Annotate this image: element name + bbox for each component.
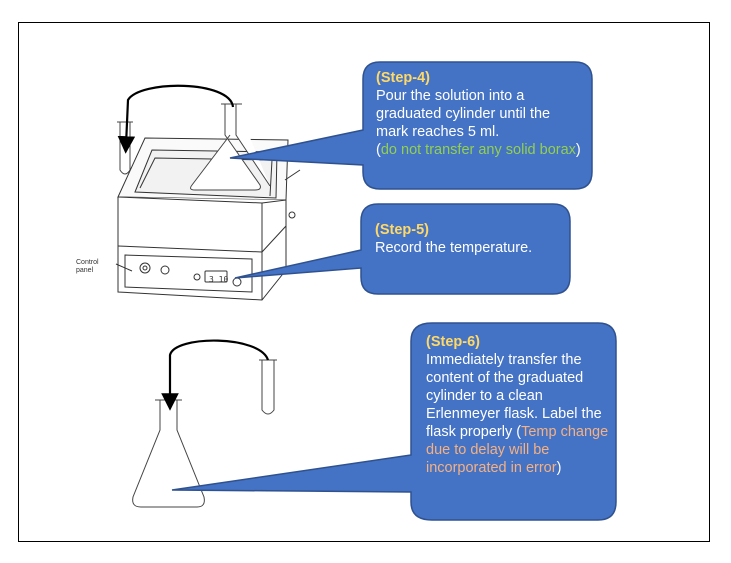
step-5-text: Record the temperature. [375,240,533,256]
step-6-note-open: ( [516,424,522,440]
step-4-text: Pour the solution into a graduated cylin… [376,87,586,159]
callout-step-4: (Step-4) Pour the solution into a gradua… [376,69,586,159]
step-4-title: (Step-4) [376,70,430,86]
callout-step-4-shape [229,61,593,190]
callout-step-6: (Step-6) Immediately transfer the conten… [426,333,611,477]
step-4-note-close: ) [575,142,581,158]
control-panel-label: Control panel [76,259,99,274]
step-5-title: (Step-5) [375,222,429,238]
step-6-body: Immediately transfer the content of the … [426,352,602,440]
callout-step-5: (Step-5) Record the temperature. [375,221,560,257]
callout-step-5-shape [234,203,571,295]
step-6-note-close: ) [556,460,562,476]
test-tube-bottom [259,359,277,415]
test-tube-top [117,121,133,175]
step-6-title: (Step-6) [426,334,480,350]
step-6-note: Temp change due to delay will be incorpo… [426,424,609,476]
step-4-note-open: ( [376,142,381,158]
step-4-note: do not transfer any solid borax [380,142,576,158]
transfer-arrow-bottom [161,339,270,411]
callout-step-6-shape [171,322,617,521]
transfer-arrow-top [117,84,235,154]
flask-top [190,103,271,191]
flask-bottom [132,399,205,508]
diagram-frame [18,22,710,542]
step-6-text: Immediately transfer the content of the … [426,351,611,477]
step-4-body: Pour the solution into a graduated cylin… [376,88,551,140]
bath-display-reading: 3 10 [209,275,229,284]
